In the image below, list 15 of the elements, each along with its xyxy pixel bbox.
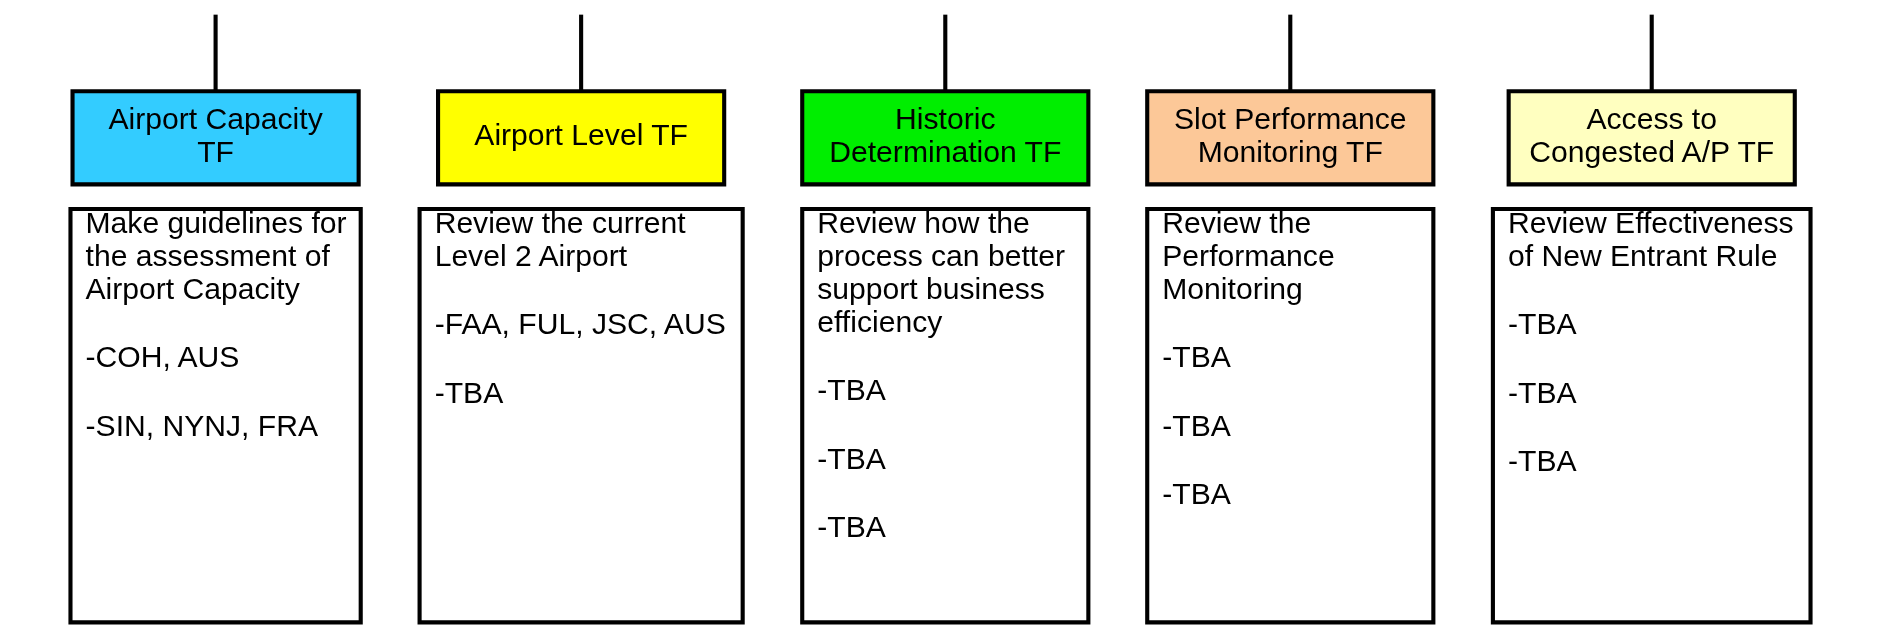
connector [1288,14,1293,91]
node-box: Slot Performance Monitoring TF [1145,89,1436,187]
node-box: Airport Capacity TF [70,89,361,187]
node-box: Historic Determination TF [800,89,1091,187]
node-box: Airport Level TF [436,89,727,187]
node-box: Review the Performance Monitoring -TBA -TBA -TBA [1145,206,1436,625]
node-box: Access to Congested A/P TF [1506,89,1797,187]
node-box: Make guidelines for the assessment of Airport Capacity -COH, AUS -SIN, NYNJ, FRA [68,206,363,625]
connector [1649,14,1654,91]
node-box: Review how the process can better support business efficiency -TBA -TBA -TBA [800,206,1091,625]
node-box: Review the current Level 2 Airport -FAA, FUL, JSC, AUS -TBA [417,206,745,625]
connector [943,14,948,91]
connector [579,14,584,91]
node-box: Review Effectiveness of New Entrant Rule -TBA -TBA -TBA [1490,206,1813,625]
connector [213,14,218,91]
